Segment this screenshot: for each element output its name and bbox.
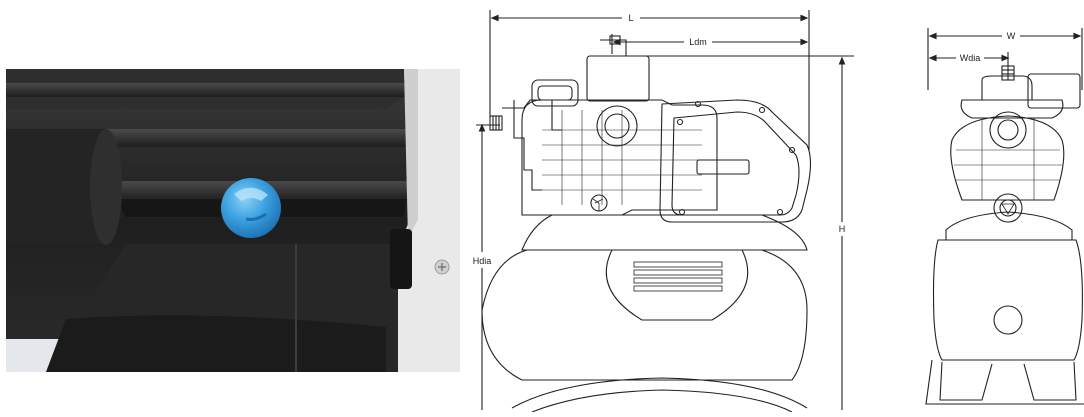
dimension-drawing: L Ldm H Hdia W Wdia	[462, 0, 1084, 417]
front-view	[925, 28, 1084, 405]
product-photo	[6, 69, 460, 372]
blue-knob	[221, 178, 281, 238]
pump-closeup-image	[6, 69, 460, 372]
dim-label-hdia: Hdia	[473, 256, 492, 266]
pump-dimension-diagram: L Ldm H Hdia W Wdia	[473, 10, 1084, 413]
dim-label-wdia: Wdia	[960, 53, 981, 63]
dim-label-width: W	[1007, 31, 1016, 41]
side-view	[476, 10, 854, 413]
dim-label-ldm: Ldm	[689, 37, 707, 47]
dim-label-height: H	[839, 224, 846, 234]
dim-label-length: L	[628, 13, 633, 23]
